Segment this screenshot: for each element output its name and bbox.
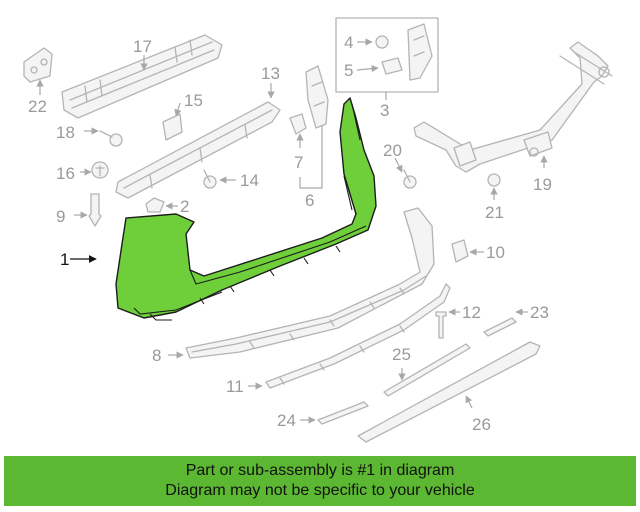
callout-4: 4: [344, 33, 353, 52]
part-10-clip: [451, 239, 469, 263]
part-25-trim: [383, 343, 471, 397]
callout-1: 1: [60, 250, 69, 269]
callout-22: 22: [28, 97, 47, 116]
part-18-bolt: [99, 130, 123, 147]
part-13-energy-absorber: [115, 101, 281, 199]
inset-group-3: [335, 17, 439, 93]
callout-14: 14: [240, 171, 259, 190]
part-9-pin: [88, 193, 102, 227]
part-1-bumper-cover[interactable]: [115, 97, 377, 321]
part-26-step-pad: [357, 341, 541, 443]
callout-26: 26: [472, 415, 491, 434]
callout-3: 3: [380, 101, 389, 120]
callout-12: 12: [462, 303, 481, 322]
part-12-bolt: [435, 311, 447, 339]
part-2-fastener: [145, 197, 165, 213]
callout-23: 23: [530, 303, 549, 322]
part-15-bracket: [162, 113, 183, 141]
info-banner: Part or sub-assembly is #1 in diagram Di…: [4, 456, 636, 506]
callout-10: 10: [486, 243, 505, 262]
callout-11: 11: [226, 377, 244, 396]
part-16-clip: [91, 161, 109, 179]
part-8-lower-valance: [185, 207, 435, 359]
part-11-strip: [265, 283, 451, 389]
callout-7: 7: [294, 153, 303, 172]
part-6-bracket-set: [289, 65, 329, 135]
part-17-reinforcement-beam: [61, 34, 223, 119]
callout-8: 8: [152, 346, 161, 365]
callout-16: 16: [56, 164, 75, 183]
callout-5: 5: [344, 61, 353, 80]
part-20-bolt: [403, 169, 417, 189]
part-22-bracket: [23, 47, 53, 83]
callout-19: 19: [533, 175, 552, 194]
part-14-screw: [203, 169, 217, 189]
callout-6: 6: [305, 191, 314, 210]
callout-18: 18: [56, 123, 75, 142]
banner-line-1: Part or sub-assembly is #1 in diagram: [185, 462, 455, 479]
parts-diagram: 17 22 13 15 18 16 9 2: [23, 17, 613, 443]
callout-13: 13: [261, 64, 280, 83]
callout-17: 17: [133, 37, 152, 56]
callout-15: 15: [184, 91, 203, 110]
callout-21: 21: [485, 203, 504, 222]
part-24-trim: [317, 401, 369, 425]
part-19-tow-hitch: [413, 41, 613, 173]
callout-20: 20: [383, 141, 402, 160]
callout-25: 25: [392, 345, 411, 364]
callout-24: 24: [277, 411, 296, 430]
banner-line-2: Diagram may not be specific to your vehi…: [165, 482, 475, 499]
part-21-bolt: [487, 173, 501, 187]
callout-9: 9: [56, 207, 65, 226]
part-23-trim: [483, 317, 517, 337]
callout-2: 2: [180, 197, 189, 216]
